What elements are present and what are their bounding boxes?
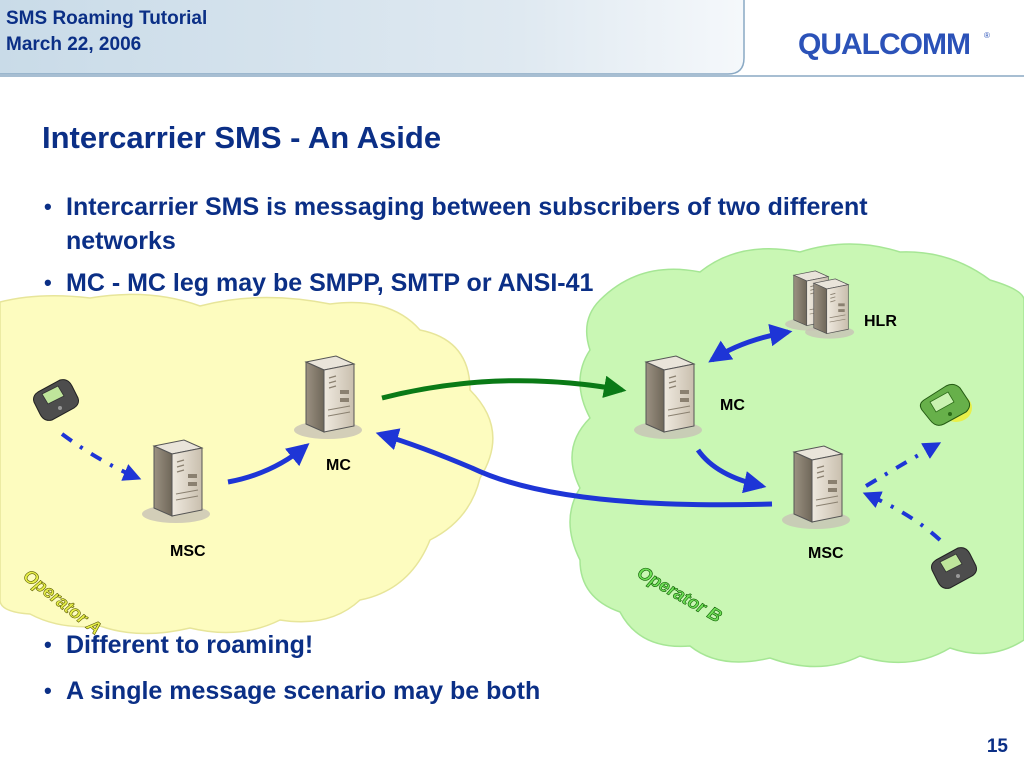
bullet-item: Different to roaming! bbox=[44, 628, 874, 662]
mc-a-label: MC bbox=[326, 457, 351, 474]
msc-a-label: MSC bbox=[170, 543, 206, 560]
msc-b-label: MSC bbox=[808, 545, 844, 562]
bullet-list-top: Intercarrier SMS is messaging between su… bbox=[44, 190, 874, 308]
bullet-item: MC - MC leg may be SMPP, SMTP or ANSI-41 bbox=[44, 266, 874, 300]
header-title-line2: March 22, 2006 bbox=[6, 34, 142, 55]
header-title: SMS Roaming Tutorial March 22, 2006 bbox=[6, 6, 207, 58]
bullet-item: Intercarrier SMS is messaging between su… bbox=[44, 190, 874, 258]
header-title-line1: SMS Roaming Tutorial bbox=[6, 8, 208, 29]
logo-text: QUALCOMM bbox=[798, 28, 970, 61]
hlr-label: HLR bbox=[864, 313, 897, 330]
operator-a-cloud bbox=[0, 293, 494, 635]
svg-text:®: ® bbox=[984, 31, 990, 40]
page-number: 15 bbox=[986, 736, 1008, 757]
bullet-item: A single message scenario may be both bbox=[44, 674, 874, 708]
mc-b-label: MC bbox=[720, 397, 745, 414]
bullet-list-bottom: Different to roaming! A single message s… bbox=[44, 628, 874, 720]
slide-title: Intercarrier SMS - An Aside bbox=[42, 120, 442, 155]
message-arrows bbox=[60, 324, 942, 542]
header-band bbox=[0, 0, 1024, 77]
qualcomm-logo: QUALCOMM ® bbox=[798, 28, 990, 61]
